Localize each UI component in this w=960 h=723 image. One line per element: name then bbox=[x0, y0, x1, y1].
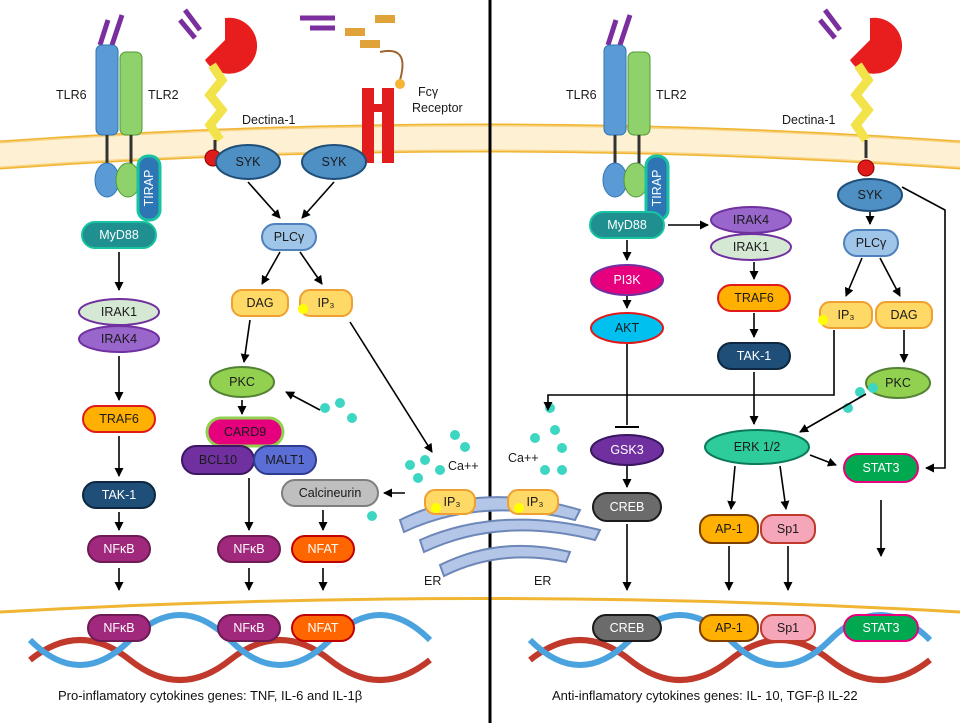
pi3k-node: PI3K bbox=[613, 273, 641, 287]
nfkb-node-left-2: NFκB bbox=[233, 542, 264, 556]
irak4-node-left: IRAK4 bbox=[101, 332, 137, 346]
tirap-adapter-right: TIRAP bbox=[650, 170, 664, 207]
tak1-node-left: TAK-1 bbox=[102, 488, 137, 502]
ip3-node-right: IP₃ bbox=[838, 308, 855, 322]
fc-gamma-receptor bbox=[300, 15, 405, 163]
pkc-node-right: PKC bbox=[885, 376, 911, 390]
calcium-ions-left bbox=[320, 398, 470, 521]
nuclear-membrane bbox=[0, 597, 960, 614]
dectin-label-left: Dectina-1 bbox=[242, 113, 296, 127]
traf6-node-left: TRAF6 bbox=[99, 412, 139, 426]
irak4-node-right: IRAK4 bbox=[733, 213, 769, 227]
pkc-node-left: PKC bbox=[229, 375, 255, 389]
fc-label-1: Fcγ bbox=[418, 85, 439, 99]
nuclear-stat3: STAT3 bbox=[862, 621, 899, 635]
nuclear-nfkb-2: NFκB bbox=[233, 621, 264, 635]
tirap-adapter: TIRAP bbox=[142, 170, 156, 207]
tlr2-label: TLR2 bbox=[148, 88, 179, 102]
arrows-left bbox=[114, 181, 433, 591]
fc-label-2: Receptor bbox=[412, 101, 463, 115]
syk-node-right: SYK bbox=[857, 188, 883, 202]
nuclear-creb: CREB bbox=[610, 621, 645, 635]
er-label-left: ER bbox=[424, 574, 441, 588]
nfkb-node-left-1: NFκB bbox=[103, 542, 134, 556]
ip3-er-right: IP₃ bbox=[527, 495, 544, 509]
caption-right: Anti-inflamatory cytokines genes: IL- 10… bbox=[552, 688, 858, 703]
nuclear-nfat: NFAT bbox=[307, 621, 338, 635]
nuclear-ap1: AP-1 bbox=[715, 621, 743, 635]
tlr6-label: TLR6 bbox=[56, 88, 87, 102]
myd88-node-right: MyD88 bbox=[607, 218, 647, 232]
calcineurin-node: Calcineurin bbox=[299, 486, 362, 500]
ip3-er-left: IP₃ bbox=[444, 495, 461, 509]
erk-node: ERK 1/2 bbox=[734, 440, 781, 454]
arrows-right bbox=[543, 186, 946, 591]
malt1-node: MALT1 bbox=[265, 453, 304, 467]
tlr-receptor-left bbox=[94, 14, 143, 198]
syk-node-left-1: SYK bbox=[235, 155, 261, 169]
tak1-node-right: TAK-1 bbox=[737, 349, 772, 363]
er-label-right: ER bbox=[534, 574, 551, 588]
nfat-node: NFAT bbox=[307, 542, 338, 556]
dectin-label-right: Dectina-1 bbox=[782, 113, 836, 127]
caption-left: Pro-inflamatory cytokines genes: TNF, IL… bbox=[58, 688, 362, 703]
dectin-receptor-right bbox=[818, 8, 903, 177]
stat3-node: STAT3 bbox=[862, 461, 899, 475]
tlr2-label-right: TLR2 bbox=[656, 88, 687, 102]
tlr6-label-right: TLR6 bbox=[566, 88, 597, 102]
tlr-receptor-right bbox=[602, 14, 651, 198]
bcl10-node: BCL10 bbox=[199, 453, 237, 467]
irak1-node-right: IRAK1 bbox=[733, 240, 769, 254]
akt-node: AKT bbox=[615, 321, 640, 335]
dag-node-right: DAG bbox=[890, 308, 917, 322]
nuclear-nfkb-1: NFκB bbox=[103, 621, 134, 635]
creb-node: CREB bbox=[610, 500, 645, 514]
calcium-label-right: Ca++ bbox=[508, 451, 539, 465]
plcg-node-left: PLCγ bbox=[274, 230, 305, 244]
plcg-node-right: PLCγ bbox=[856, 236, 887, 250]
sp1-node: Sp1 bbox=[777, 522, 799, 536]
dag-node-left: DAG bbox=[246, 296, 273, 310]
card9-node: CARD9 bbox=[224, 425, 266, 439]
gsk3-node: GSK3 bbox=[610, 443, 643, 457]
nuclear-sp1: Sp1 bbox=[777, 621, 799, 635]
ip3-node-left: IP₃ bbox=[318, 296, 335, 310]
irak1-node-left: IRAK1 bbox=[101, 305, 137, 319]
syk-node-left-2: SYK bbox=[321, 155, 347, 169]
calcium-label-left: Ca++ bbox=[448, 459, 479, 473]
ap1-node: AP-1 bbox=[715, 522, 743, 536]
traf6-node-right: TRAF6 bbox=[734, 291, 774, 305]
myd88-node: MyD88 bbox=[99, 228, 139, 242]
